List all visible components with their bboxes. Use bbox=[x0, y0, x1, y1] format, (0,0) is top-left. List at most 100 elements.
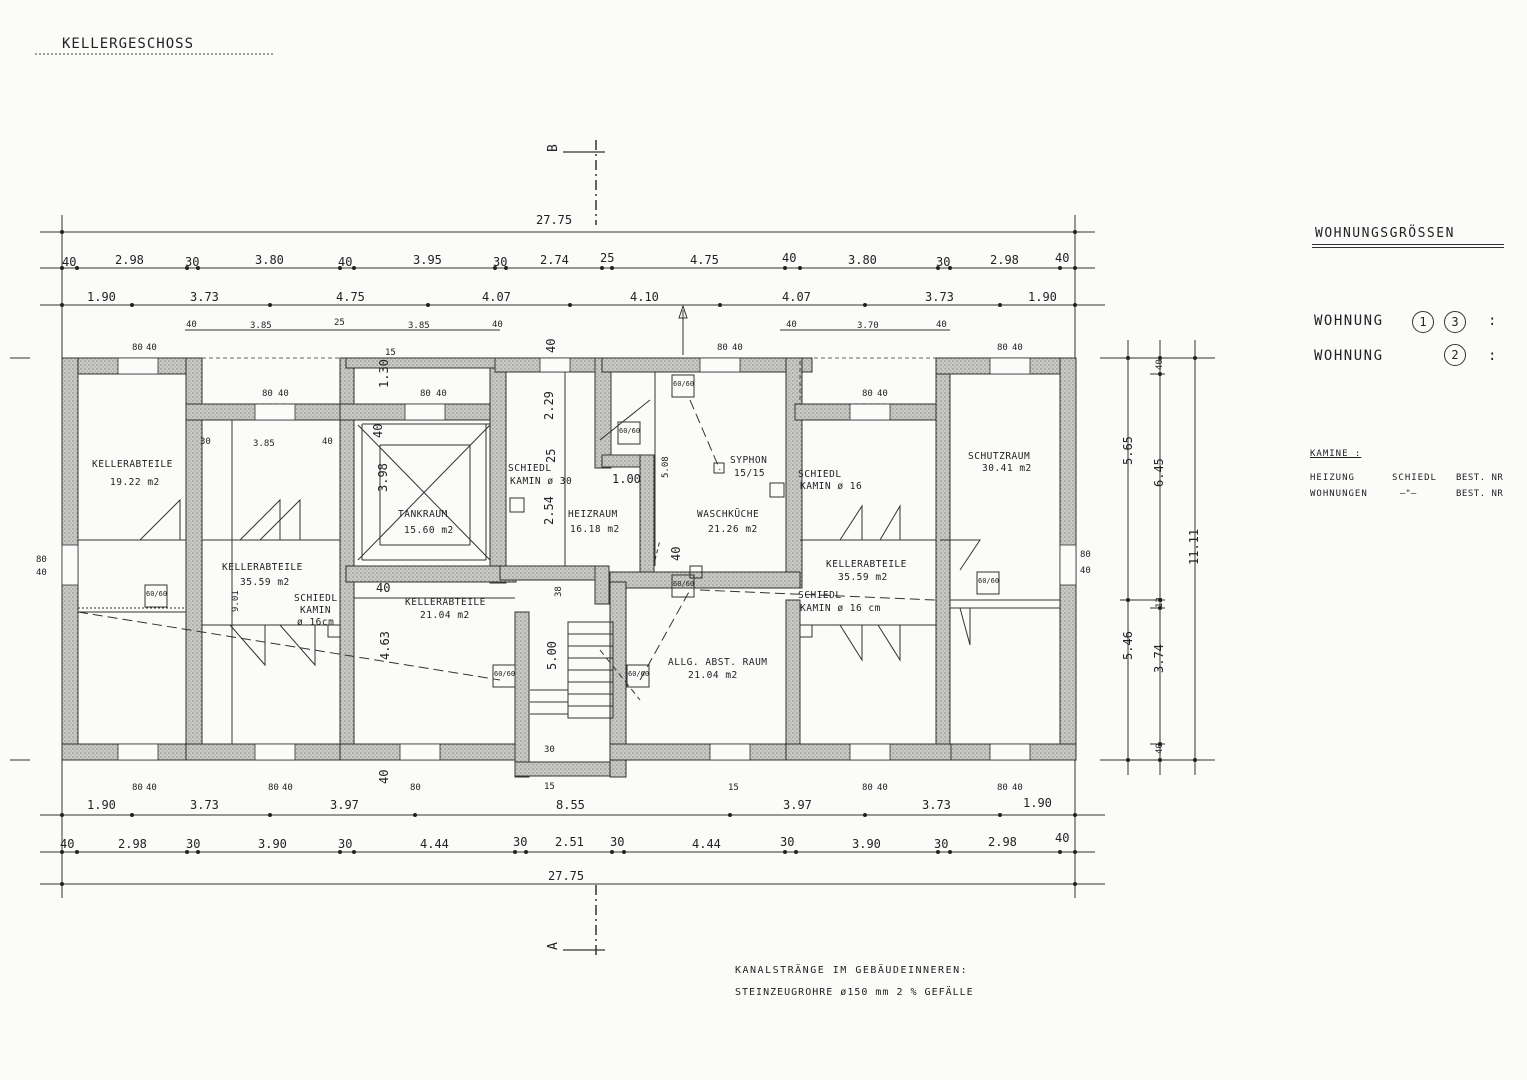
chimney-label: SCHIEDL bbox=[798, 590, 842, 601]
dim-label: 30 bbox=[513, 835, 527, 849]
dim-label: 2.98 bbox=[988, 835, 1017, 849]
chimney-label: KAMIN ø 16 cm bbox=[800, 603, 881, 614]
room-area: 21.04 m2 bbox=[420, 610, 470, 621]
unit-number-3: 3 bbox=[1444, 311, 1466, 333]
dim-label: 4.63 bbox=[378, 631, 392, 660]
dim-label: 2.29 bbox=[542, 391, 556, 420]
dim-label: 4.07 bbox=[482, 290, 511, 304]
legend-title: WOHNUNGSGRÖSSEN bbox=[1315, 226, 1455, 241]
dim-label: 40 bbox=[376, 581, 390, 595]
dim-label: 30 bbox=[493, 255, 507, 269]
room-name: KELLERABTEILE bbox=[405, 597, 486, 608]
room-name: SCHUTZRAUM bbox=[968, 451, 1030, 462]
openings bbox=[61, 357, 1077, 761]
chimney-units-ditto: —"— bbox=[1400, 489, 1417, 499]
dim-label: 15 bbox=[728, 783, 739, 793]
dim-label: 40 bbox=[492, 320, 503, 330]
dim-label: 2.98 bbox=[118, 837, 147, 851]
dim-label: 40 bbox=[782, 251, 796, 265]
dim-label: 40 bbox=[377, 770, 391, 784]
top-dimension-text: 27.75 40 2.98 30 3.80 40 3.95 30 2.74 25… bbox=[62, 213, 1069, 331]
room-area: 19.22 m2 bbox=[110, 477, 160, 488]
dim-label: 40 bbox=[1012, 783, 1023, 793]
dim-label: 8.55 bbox=[556, 798, 585, 812]
room-area: 30.41 m2 bbox=[982, 463, 1032, 474]
dim-label: 3.80 bbox=[255, 253, 284, 267]
legend-title-underline bbox=[1312, 244, 1504, 245]
unit-number-2: 2 bbox=[1444, 344, 1466, 366]
dim-label: 30 bbox=[934, 837, 948, 851]
dim-label: 3.97 bbox=[783, 798, 812, 812]
dim-label: 40 bbox=[338, 255, 352, 269]
chimney-label: KAMIN ø 30 bbox=[510, 476, 572, 487]
dim-label: 30 bbox=[544, 745, 555, 755]
chimney-label: ø 16cm bbox=[297, 617, 334, 628]
dim-label: 40 bbox=[278, 389, 289, 399]
dim-label: 3.73 bbox=[925, 290, 954, 304]
dim-label: 3.80 bbox=[848, 253, 877, 267]
dim-label: 40 bbox=[877, 783, 888, 793]
room-area: 21.04 m2 bbox=[688, 670, 738, 681]
chimney-units-order: BEST. NR bbox=[1456, 489, 1504, 499]
dim-label: 4.07 bbox=[782, 290, 811, 304]
dim-label: 4.10 bbox=[630, 290, 659, 304]
dim-label: 1.90 bbox=[87, 798, 116, 812]
dim-label: 4.75 bbox=[690, 253, 719, 267]
dim-label: 15 bbox=[385, 348, 396, 358]
syphon-symbol bbox=[713, 462, 725, 474]
dim-label: 80 bbox=[420, 389, 431, 399]
dim-label: 80 bbox=[410, 783, 421, 793]
dim-label: 1.90 bbox=[1028, 290, 1057, 304]
dim-label: 30 bbox=[185, 255, 199, 269]
dim-label: 25 bbox=[544, 449, 558, 463]
section-b-marker: B bbox=[546, 140, 605, 225]
section-a-label: A bbox=[546, 942, 561, 950]
room-area: 21.26 m2 bbox=[708, 524, 758, 535]
dim-label: 80 bbox=[997, 783, 1008, 793]
shaft-label: 60/60 bbox=[146, 590, 167, 598]
dim-label: 40 bbox=[1155, 359, 1165, 370]
dim-label: 40 bbox=[60, 837, 74, 851]
bottom-dimension-text: 1.90 3.73 3.97 8.55 3.97 3.73 1.90 40 2.… bbox=[60, 796, 1069, 883]
dim-label: 80 bbox=[268, 783, 279, 793]
dim-label: 80 bbox=[862, 783, 873, 793]
dim-label: 3.73 bbox=[190, 290, 219, 304]
dim-label: 3.70 bbox=[857, 321, 879, 331]
unit-number-1: 1 bbox=[1412, 311, 1434, 333]
chimney-label: KAMIN bbox=[300, 605, 331, 616]
dim-label: 40 bbox=[1055, 831, 1069, 845]
dim-label: 3.85 bbox=[253, 439, 275, 449]
dim-label: 80 bbox=[132, 343, 143, 353]
dim-label: 3.98 bbox=[376, 463, 390, 492]
dim-label: 40 bbox=[436, 389, 447, 399]
dim-label: 4.44 bbox=[420, 837, 449, 851]
shaft-label: 60/60 bbox=[628, 670, 649, 678]
shaft-label: 60/60 bbox=[673, 380, 694, 388]
dim-label: 2.98 bbox=[115, 253, 144, 267]
dim-label: 40 bbox=[669, 547, 683, 561]
dim-label: 5.08 bbox=[661, 456, 671, 478]
dim-label: 40 bbox=[544, 339, 558, 353]
room-area: 35.59 m2 bbox=[838, 572, 888, 583]
dim-total-bottom: 27.75 bbox=[548, 869, 584, 883]
dim-label: 15 bbox=[544, 782, 555, 792]
walls bbox=[61, 357, 1077, 778]
shaft-label: 60/60 bbox=[673, 580, 694, 588]
dim-label: 3.85 bbox=[408, 321, 430, 331]
dim-label: 40 bbox=[282, 783, 293, 793]
dim-label: 9.01 bbox=[231, 590, 241, 612]
room-labels: KELLERABTEILE 19.22 m2 KELLERABTEILE 35.… bbox=[92, 380, 1032, 681]
room-name: WASCHKÜCHE bbox=[697, 509, 759, 520]
dim-label: 40 bbox=[36, 568, 47, 578]
dim-label: 40 bbox=[146, 783, 157, 793]
bottom-dimension-ticks bbox=[60, 813, 1077, 886]
dim-label: 25 bbox=[600, 251, 614, 265]
top-dimension-lines bbox=[40, 215, 1105, 360]
dim-label: 3.95 bbox=[413, 253, 442, 267]
partitions bbox=[77, 372, 1060, 744]
unit-1-3-label: WOHNUNG bbox=[1314, 313, 1384, 329]
legend-title-underline bbox=[1312, 247, 1504, 248]
room-name: HEIZRAUM bbox=[568, 509, 618, 520]
unit-2-label: WOHNUNG bbox=[1314, 348, 1384, 364]
right-dimension-ticks bbox=[1126, 356, 1197, 762]
